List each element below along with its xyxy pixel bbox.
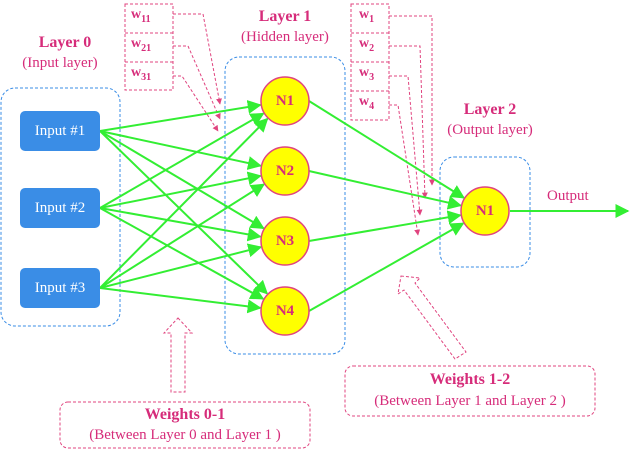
output-neuron-1-label: N1 xyxy=(475,202,495,219)
weights-01-box xyxy=(124,3,174,91)
connection-input-3-to-hidden-4 xyxy=(99,287,262,314)
connection-hidden-2-to-output xyxy=(308,170,462,210)
hidden-neuron-2 xyxy=(260,146,310,196)
weight-w11: w11 xyxy=(131,7,151,25)
weights-01-note-box xyxy=(59,401,311,449)
weight-w4: w4 xyxy=(359,94,375,112)
layer-1-subtitle: (Hidden layer) xyxy=(241,29,329,45)
layer-0-subtitle: (Input layer) xyxy=(22,55,98,71)
connection-input-2-to-hidden-4 xyxy=(99,207,265,300)
weights-01-subtitle: (Between Layer 0 and Layer 1 ) xyxy=(89,427,281,443)
weight-w1: w1 xyxy=(359,7,375,25)
hidden-neuron-1-label: N1 xyxy=(275,92,295,109)
hidden-neuron-1 xyxy=(260,76,310,126)
layer-0-title: Layer 0 xyxy=(38,34,92,51)
weights-01-pointer-arrow xyxy=(162,317,194,393)
connection-input-2-to-hidden-1 xyxy=(99,112,265,209)
weights-12-subtitle: (Between Layer 1 and Layer 2 ) xyxy=(374,393,566,409)
w4-pointer-line xyxy=(389,104,421,236)
hidden-neuron-3-label: N3 xyxy=(275,232,295,249)
weight-w2: w2 xyxy=(359,36,375,54)
connection-hidden-3-to-output xyxy=(308,210,462,242)
w31-pointer-line xyxy=(173,75,219,132)
connection-input-1-to-hidden-2 xyxy=(99,130,262,170)
weight-w31: w31 xyxy=(131,65,152,83)
connection-input-3-to-hidden-1 xyxy=(99,117,269,289)
input-node-2: Input #2 xyxy=(20,188,100,228)
w1-pointer-line xyxy=(389,15,435,186)
connection-input-2-to-hidden-3 xyxy=(99,207,262,242)
w11-pointer-line xyxy=(173,13,222,105)
hidden-neuron-4-label: N4 xyxy=(275,302,295,319)
w21-pointer-line xyxy=(173,45,221,120)
weight-w3: w3 xyxy=(359,65,375,83)
hidden-neuron-2-label: N2 xyxy=(275,162,295,179)
hidden-neuron-3 xyxy=(260,216,310,266)
connection-input-2-to-hidden-2 xyxy=(99,171,262,209)
connection-input-1-to-hidden-3 xyxy=(99,130,265,230)
weights-12-note-box xyxy=(344,365,596,417)
layer-2-subtitle: (Output layer) xyxy=(447,122,533,138)
layer-1-title: Layer 1 xyxy=(258,8,312,25)
connection-input-1-to-hidden-1 xyxy=(99,100,262,132)
weights-12-title: Weights 1-2 xyxy=(429,371,511,388)
connection-hidden-4-to-output xyxy=(308,222,465,312)
output-layer-group xyxy=(439,156,531,268)
weights-12-box xyxy=(350,3,390,121)
w2-pointer-line xyxy=(389,45,428,199)
hidden-neuron-4 xyxy=(260,286,310,336)
hidden-layer-group xyxy=(224,56,346,355)
connection-input-3-to-hidden-3 xyxy=(99,243,263,289)
input-node-1: Input #1 xyxy=(20,111,100,151)
input-node-3: Input #3 xyxy=(20,268,100,308)
connection-input-1-to-hidden-4 xyxy=(99,130,269,295)
connection-input-3-to-hidden-2 xyxy=(99,183,266,289)
weights-12-pointer-arrow xyxy=(397,275,467,360)
layer-2-title: Layer 2 xyxy=(463,101,517,118)
output-label: Output xyxy=(547,188,589,204)
input-layer-group xyxy=(0,87,121,327)
output-neuron-1 xyxy=(460,186,510,236)
connection-hidden-1-to-output xyxy=(308,100,465,199)
weight-w21: w21 xyxy=(131,36,152,54)
weights-01-title: Weights 0-1 xyxy=(144,406,226,423)
